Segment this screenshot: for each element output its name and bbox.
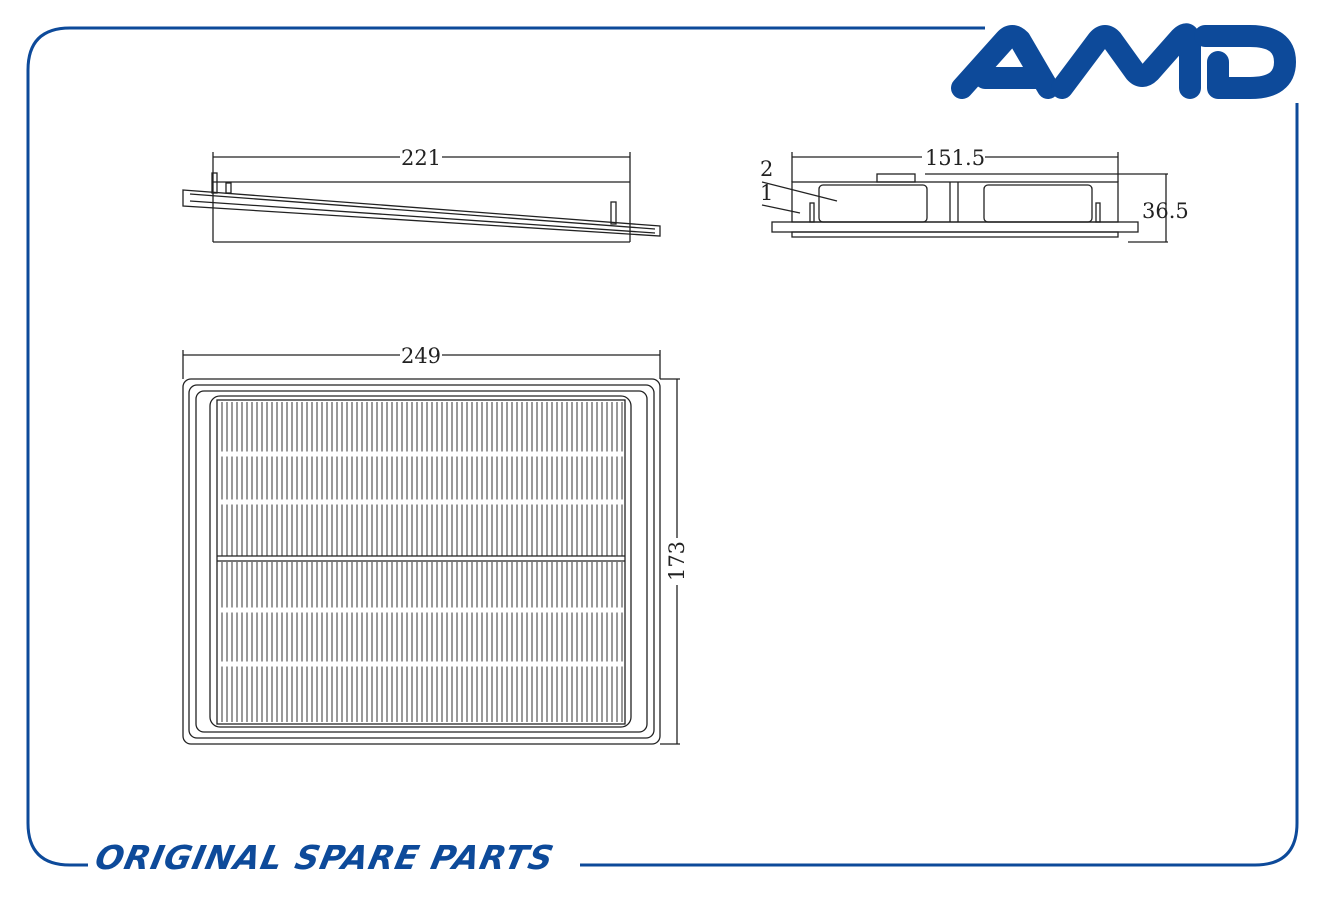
dimension-plan-length: 249 — [401, 344, 441, 368]
dimension-end-width: 151.5 — [925, 146, 985, 170]
end-view: 151.5 36.5 2 1 — [760, 146, 1189, 243]
plan-view: 249 173 — [182, 344, 689, 745]
frame-border — [26, 26, 1299, 867]
amd-logo — [951, 23, 1296, 99]
callout-1: 1 — [760, 181, 773, 205]
tagline: ORIGINAL SPARE PARTS — [91, 838, 558, 877]
dimension-plan-width: 173 — [665, 541, 689, 581]
dimension-side-length: 221 — [401, 146, 441, 170]
side-view: 221 — [182, 146, 661, 243]
dimension-end-height: 36.5 — [1142, 199, 1189, 223]
callout-2: 2 — [760, 157, 773, 181]
